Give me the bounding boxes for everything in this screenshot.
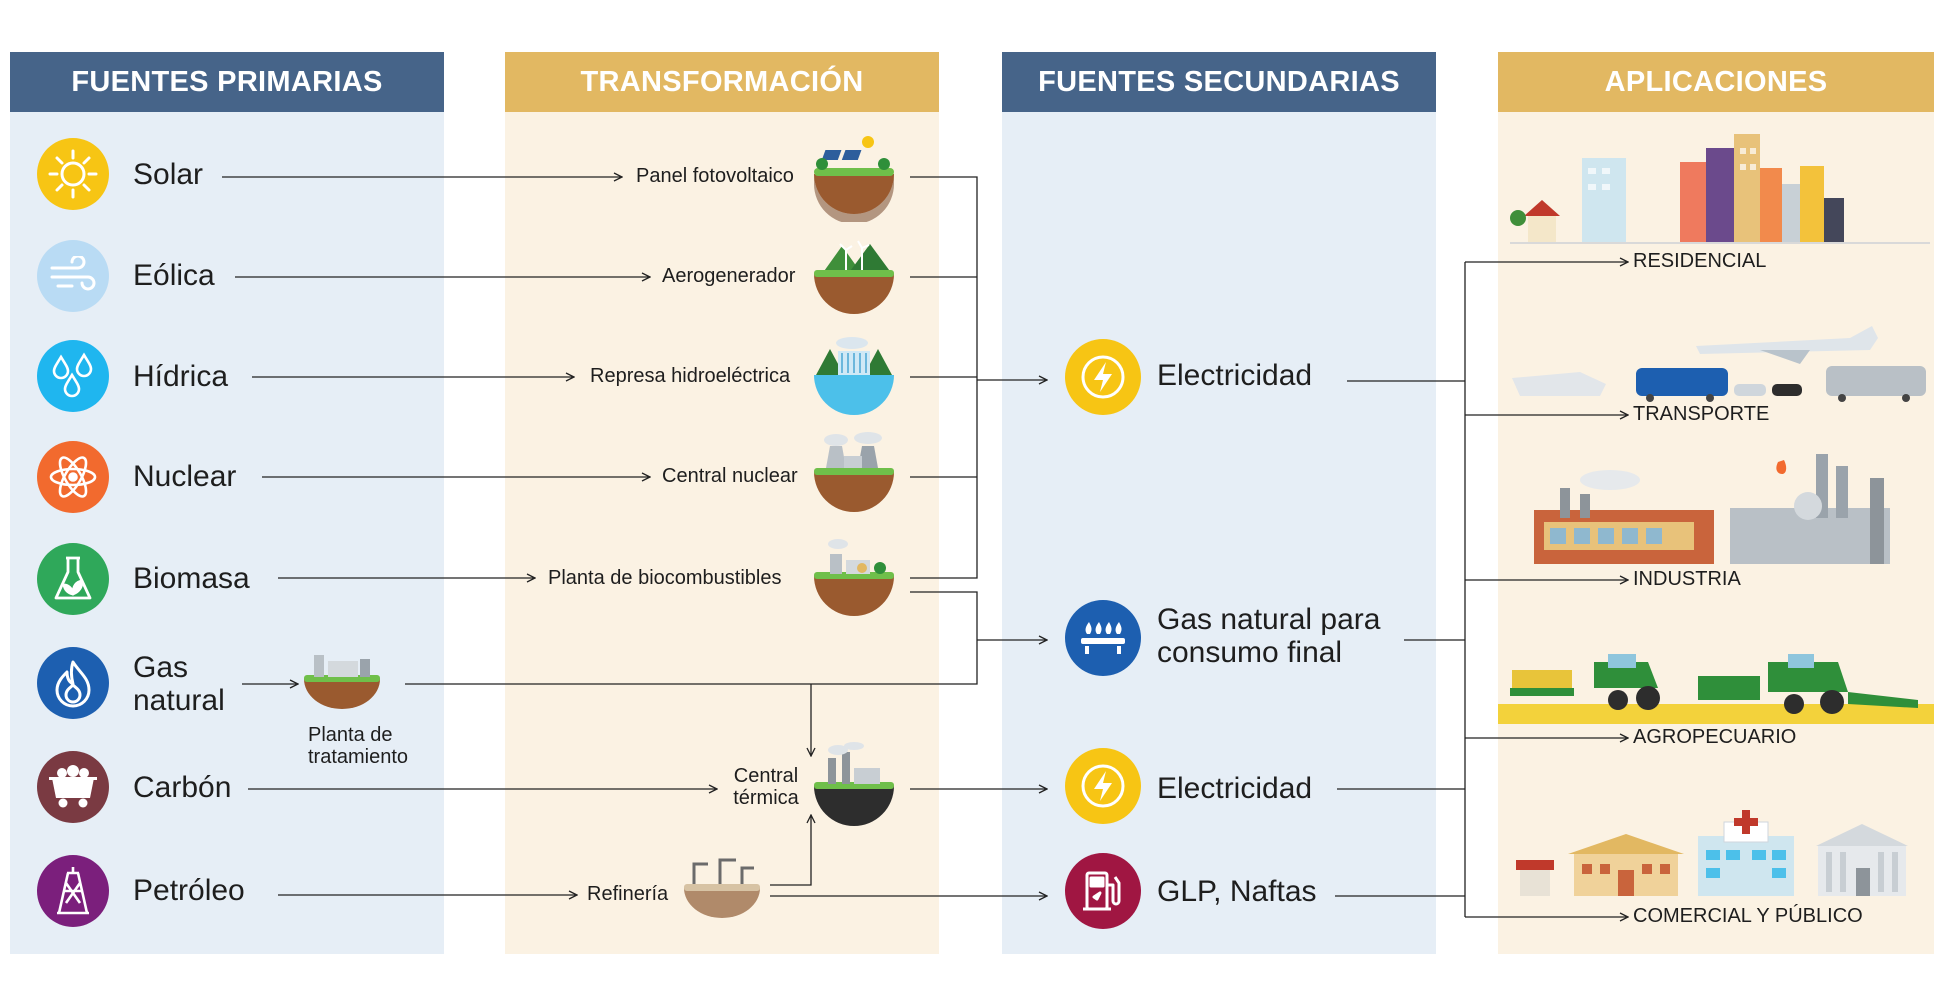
label-hidrica: Hídrica (133, 360, 229, 393)
header-applications: APLICACIONES (1498, 52, 1934, 112)
label-industria: INDUSTRIA (1633, 568, 1741, 590)
biofuel-plant-illustration (814, 539, 894, 616)
label-panel-fotovoltaico: Panel fotovoltaico (636, 165, 794, 187)
dam-illustration (814, 337, 894, 415)
label-comercial-publico: COMERCIAL Y PÚBLICO (1633, 905, 1863, 927)
label-biomasa: Biomasa (133, 562, 250, 595)
header-secondary-sources: FUENTES SECUNDARIAS (1002, 52, 1436, 112)
column-transformation: TRANSFORMACIÓN (505, 52, 939, 954)
label-agropecuario: AGROPECUARIO (1633, 726, 1797, 748)
label-petroleo: Petróleo (133, 874, 245, 907)
coal-cart-icon (37, 751, 109, 823)
column-secondary-sources: FUENTES SECUNDARIAS (1002, 52, 1436, 954)
thermal-plant-illustration (814, 742, 894, 826)
label-aerogenerador: Aerogenerador (662, 265, 796, 287)
bus-gas (405, 591, 978, 685)
industry-illustration (1534, 454, 1890, 564)
label-solar: Solar (133, 158, 204, 191)
sun-icon (37, 138, 109, 210)
refinery-illustration (684, 858, 760, 918)
wind-icon (37, 240, 109, 312)
label-refineria: Refinería (587, 883, 669, 905)
fuel-pump-icon (1065, 853, 1141, 929)
lightning-icon (1065, 339, 1141, 415)
oil-rig-icon (37, 855, 109, 927)
label-electricidad-2: Electricidad (1157, 772, 1313, 805)
label-residencial: RESIDENCIAL (1633, 250, 1767, 272)
lightning-icon (1065, 748, 1141, 824)
label-glp-naftas: GLP, Naftas (1157, 875, 1317, 908)
label-carbon: Carbón (133, 771, 232, 804)
label-planta-biocombustibles: Planta de biocombustibles (548, 567, 782, 589)
agriculture-illustration (1498, 654, 1934, 724)
water-drops-icon (37, 340, 109, 412)
header-transformation: TRANSFORMACIÓN (505, 52, 939, 112)
label-gas-natural-consumo-final: Gas natural para consumo final (1157, 603, 1381, 669)
label-gas-natural: Gas natural (133, 651, 225, 717)
solar-panel-illustration (814, 136, 894, 222)
treatment-plant-illustration (304, 655, 380, 709)
arrow-refineria-termica (770, 815, 811, 886)
label-central-termica: Central térmica (733, 765, 799, 809)
header-primary-sources: FUENTES PRIMARIAS (10, 52, 444, 112)
gas-burner-icon (1065, 600, 1141, 676)
label-nuclear: Nuclear (133, 460, 237, 493)
commercial-public-illustration (1516, 810, 1908, 896)
nuclear-plant-illustration (814, 432, 894, 512)
transport-illustration (1512, 326, 1926, 402)
label-represa-hidroelectrica: Represa hidroeléctrica (590, 365, 791, 387)
label-electricidad-1: Electricidad (1157, 359, 1313, 392)
label-central-nuclear: Central nuclear (662, 465, 798, 487)
residential-illustration (1510, 134, 1930, 244)
flask-leaf-icon (37, 543, 109, 615)
wind-turbine-illustration (814, 240, 894, 314)
label-transporte: TRANSPORTE (1633, 403, 1770, 425)
label-eolica: Eólica (133, 259, 215, 292)
label-planta-tratamiento: Planta de tratamiento (308, 724, 409, 768)
atom-icon (37, 441, 109, 513)
flame-icon (37, 647, 109, 719)
